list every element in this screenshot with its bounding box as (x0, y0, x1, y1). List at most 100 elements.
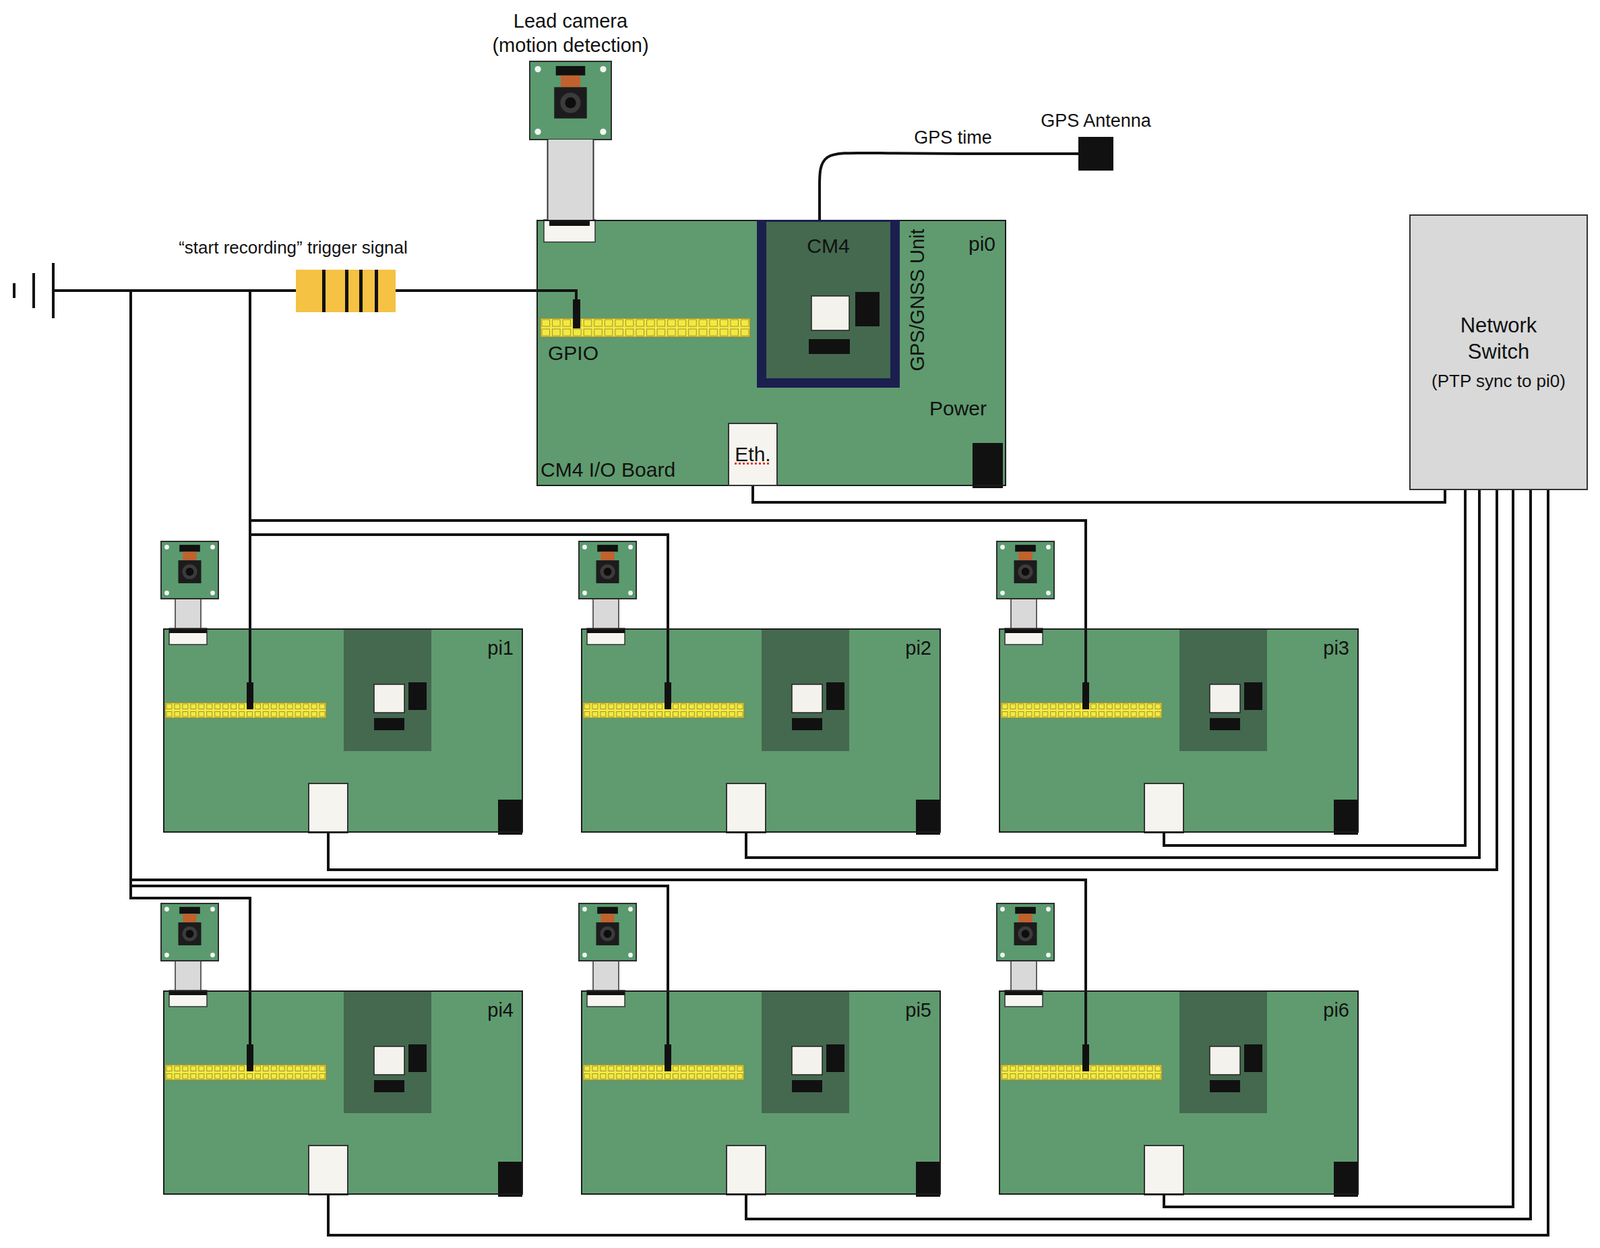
gpio-pin (198, 1065, 205, 1071)
gpio-pin (1098, 711, 1104, 718)
memory-chip (1244, 682, 1263, 710)
gpio-pin (1122, 1065, 1129, 1071)
gpio-pin (1010, 1065, 1016, 1071)
gpio-pin (709, 328, 718, 336)
gpio-pin (1066, 703, 1073, 710)
signal-label: “start recording” trigger signal (178, 237, 408, 259)
lens-housing (554, 86, 587, 118)
gpio-pin (688, 711, 695, 718)
ribbon-cable (593, 598, 619, 629)
gpio-pin (279, 711, 285, 718)
gpio-pin (1058, 711, 1065, 718)
gpio-pin (1130, 1065, 1137, 1071)
gpio-pin (672, 711, 679, 718)
gpio-pin (573, 328, 582, 336)
gpio-pin (1002, 1073, 1008, 1080)
gpio-pin (600, 1065, 606, 1071)
gpio-pin (616, 711, 623, 718)
gpio-pin (1026, 1073, 1032, 1080)
gpio-pin (640, 1073, 647, 1080)
ethernet-wire (746, 489, 1531, 1219)
gpio-pin (1034, 703, 1040, 710)
lens-housing (1014, 921, 1038, 945)
gpio-pin (254, 1073, 261, 1080)
soc-chip (791, 1045, 823, 1075)
mounting-hole (628, 906, 633, 912)
mounting-hole (628, 590, 633, 596)
mounting-hole (599, 66, 606, 73)
gpio-pin (1130, 1073, 1137, 1080)
gpio-pin (190, 1073, 197, 1080)
gpio-pin (254, 1065, 261, 1071)
gpio-pin (190, 703, 197, 710)
gpio-pin (636, 319, 645, 327)
gpio-pin (624, 1065, 631, 1071)
gpio-pin (223, 703, 229, 710)
emmc-chip (1209, 1079, 1241, 1092)
ethernet-wire (1163, 489, 1466, 846)
gpio-pin (608, 1065, 614, 1071)
gpio-pin (270, 703, 277, 710)
gpio-pin (1050, 1065, 1057, 1071)
camera-connector (169, 990, 207, 1007)
gpio-pin (680, 1065, 687, 1071)
flex-cable (1018, 551, 1032, 561)
gpio-pin (223, 711, 229, 718)
ribbon-body (548, 139, 594, 220)
lens-housing (596, 921, 620, 945)
flex-cable (600, 551, 614, 561)
ethernet-port (726, 783, 766, 833)
gpio-pin (214, 711, 221, 718)
gpio-pin (198, 1073, 205, 1080)
antenna-cable (819, 152, 1079, 220)
gpio-pin (223, 1065, 229, 1071)
gpio-pin (1114, 703, 1121, 710)
gpio-pin (303, 703, 309, 710)
mounting-hole (628, 544, 633, 550)
camera-module: Lead camera (motion detection) (529, 61, 612, 140)
lens-aperture (1021, 567, 1030, 576)
power-jack (972, 442, 1003, 488)
antenna-label: GPS Antenna (1040, 109, 1152, 132)
memory-chip (826, 682, 845, 710)
lens (560, 92, 581, 113)
gpio-header (1000, 702, 1162, 718)
lens-aperture (603, 929, 612, 938)
gpio-pin (1018, 711, 1024, 718)
gpio-pin (616, 1073, 623, 1080)
gpio-pin (552, 328, 561, 336)
gpio-pin (1018, 1065, 1024, 1071)
gpio-pin (608, 703, 614, 710)
gpio-pin (632, 1073, 639, 1080)
gpio-pin (1147, 703, 1153, 710)
gpio-pin (584, 703, 590, 710)
gpio-pin (287, 1073, 293, 1080)
mounting-hole (1000, 906, 1005, 912)
gpio-pin (231, 1073, 237, 1080)
gpio-pin (1066, 1073, 1073, 1080)
gpio-pin (721, 1065, 727, 1071)
gpio-pin (649, 711, 655, 718)
ethernet-cable (328, 489, 1497, 870)
gpio-pin (1114, 1073, 1121, 1080)
lens (181, 926, 197, 941)
ethernet-cable (752, 485, 1445, 503)
gpio-pin (262, 703, 269, 710)
gpio-pin (174, 703, 180, 710)
antenna-wire (819, 152, 1079, 220)
gpio-pin (1010, 711, 1016, 718)
mounting-hole (164, 544, 170, 550)
mounting-hole (534, 66, 541, 73)
ribbon-cable (1010, 598, 1037, 629)
cm4-io-board: pi0CM4 I/O BoardGPS/GNSS UnitCM4Eth. (536, 219, 1007, 486)
mounting-hole (164, 952, 170, 958)
gpio-pin (592, 703, 598, 710)
mounting-hole (210, 952, 215, 958)
mounting-hole (582, 906, 588, 912)
gpio-pin (704, 1065, 711, 1071)
gpio-pin (1083, 1073, 1089, 1080)
cm4-module-fill (343, 990, 432, 1113)
gpio-pin (1083, 711, 1089, 718)
